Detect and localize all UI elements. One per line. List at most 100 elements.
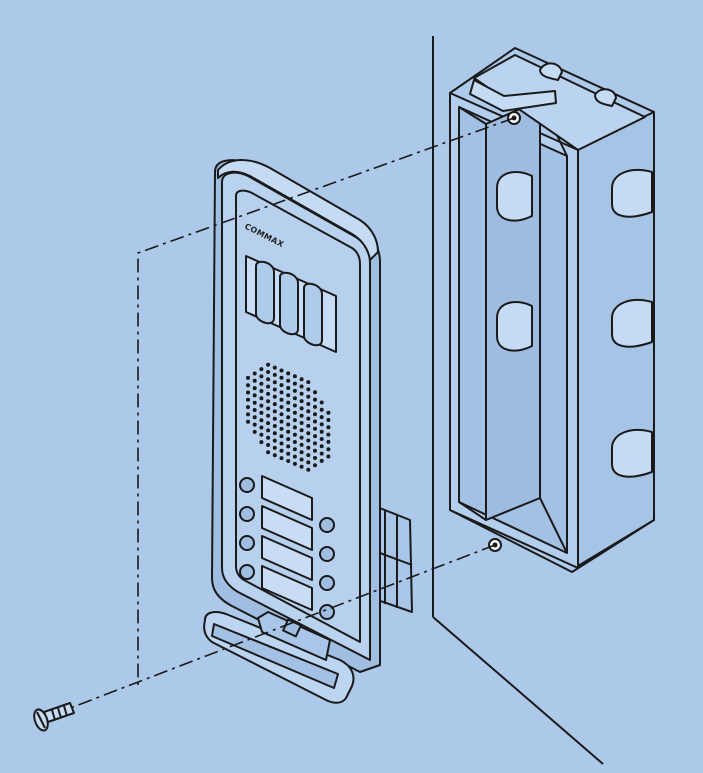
- speaker-hole: [272, 387, 277, 392]
- speaker-hole: [313, 404, 317, 409]
- speaker-hole: [313, 434, 317, 439]
- speaker-hole: [286, 393, 291, 398]
- speaker-hole: [246, 405, 250, 410]
- speaker-hole: [306, 467, 311, 472]
- speaker-hole: [246, 412, 250, 417]
- speaker-hole: [259, 389, 264, 393]
- speaker-hole: [319, 415, 324, 420]
- speaker-hole: [313, 412, 317, 417]
- speaker-grille: [246, 362, 331, 472]
- speaker-hole: [279, 397, 284, 402]
- speaker-hole: [286, 407, 291, 412]
- speaker-hole: [286, 459, 291, 463]
- speaker-hole: [299, 413, 304, 418]
- speaker-hole: [326, 410, 331, 415]
- speaker-hole: [292, 374, 297, 379]
- speaker-hole: [292, 425, 297, 430]
- speaker-hole: [286, 451, 291, 456]
- speaker-hole: [286, 378, 291, 383]
- speaker-hole: [299, 406, 304, 411]
- speaker-hole: [306, 380, 311, 385]
- speaker-hole: [259, 440, 264, 445]
- speaker-hole: [299, 391, 304, 396]
- speaker-hole: [306, 387, 311, 392]
- speaker-hole: [299, 399, 304, 404]
- speaker-hole: [319, 429, 324, 434]
- speaker-hole: [266, 391, 271, 396]
- speaker-hole: [266, 421, 271, 426]
- speaker-hole: [292, 461, 297, 466]
- speaker-hole: [266, 377, 271, 382]
- intercom-door-panel: [211, 159, 381, 673]
- speaker-hole: [252, 378, 257, 383]
- speaker-hole: [313, 419, 317, 424]
- speaker-hole: [299, 384, 304, 389]
- speaker-hole: [292, 396, 297, 401]
- speaker-hole: [279, 383, 284, 388]
- speaker-hole: [313, 397, 317, 402]
- speaker-hole: [272, 416, 277, 421]
- speaker-hole: [306, 409, 311, 414]
- speaker-hole: [259, 432, 264, 437]
- speaker-hole: [259, 425, 264, 430]
- flush-mounting-box: [449, 47, 655, 573]
- speaker-hole: [299, 428, 304, 433]
- speaker-hole: [246, 375, 250, 380]
- speaker-hole: [313, 426, 317, 431]
- speaker-hole: [246, 383, 250, 388]
- speaker-hole: [292, 381, 297, 386]
- speaker-hole: [299, 464, 304, 469]
- speaker-hole: [326, 425, 331, 430]
- speaker-hole: [252, 415, 257, 420]
- speaker-hole: [326, 439, 331, 444]
- speaker-hole: [272, 409, 277, 414]
- speaker-hole: [279, 456, 284, 461]
- speaker-hole: [306, 438, 311, 443]
- speaker-hole: [292, 432, 297, 437]
- speaker-hole: [299, 377, 304, 382]
- rear-bracket: [371, 504, 413, 613]
- speaker-hole: [319, 451, 324, 456]
- speaker-hole: [279, 419, 284, 424]
- speaker-hole: [313, 441, 317, 446]
- speaker-hole: [286, 422, 291, 427]
- speaker-hole: [292, 447, 297, 452]
- speaker-hole: [326, 432, 331, 437]
- speaker-hole: [279, 368, 284, 373]
- speaker-hole: [292, 403, 297, 408]
- speaker-hole: [306, 394, 311, 399]
- speaker-hole: [279, 448, 284, 453]
- speaker-hole: [272, 453, 277, 458]
- speaker-hole: [266, 370, 271, 374]
- speaker-hole: [306, 460, 311, 465]
- speaker-hole: [286, 415, 291, 420]
- speaker-hole: [259, 418, 264, 423]
- speaker-hole: [313, 456, 317, 460]
- alignment-leader-lines: [59, 117, 515, 713]
- speaker-hole: [246, 397, 250, 402]
- speaker-hole: [299, 450, 304, 455]
- speaker-hole: [306, 453, 311, 458]
- speaker-hole: [252, 371, 257, 376]
- speaker-hole: [319, 407, 324, 412]
- speaker-hole: [299, 421, 304, 425]
- speaker-hole: [272, 380, 277, 385]
- speaker-hole: [259, 410, 264, 415]
- speaker-hole: [306, 431, 311, 436]
- speaker-hole: [299, 435, 304, 440]
- speaker-hole: [266, 443, 271, 447]
- speaker-hole: [252, 386, 257, 391]
- speaker-hole: [319, 437, 324, 441]
- speaker-hole: [266, 384, 271, 389]
- speaker-hole: [313, 463, 317, 468]
- speaker-hole: [306, 402, 311, 406]
- screw-icon: [33, 702, 75, 732]
- speaker-hole: [292, 410, 297, 415]
- speaker-hole: [319, 458, 324, 463]
- speaker-hole: [279, 426, 284, 431]
- speaker-hole: [306, 423, 311, 428]
- speaker-hole: [266, 406, 271, 411]
- speaker-hole: [319, 444, 324, 449]
- speaker-hole: [272, 402, 277, 407]
- speaker-hole: [319, 422, 324, 427]
